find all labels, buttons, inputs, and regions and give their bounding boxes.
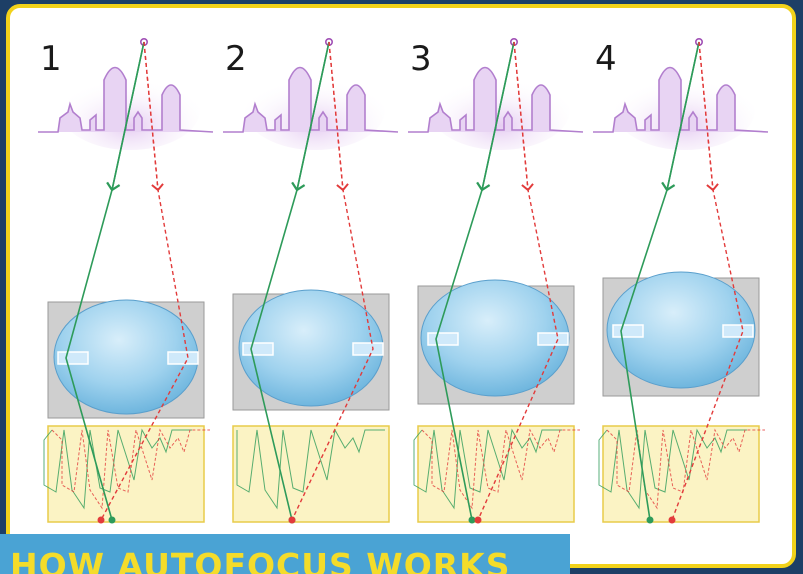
af-window-right	[167, 351, 199, 365]
lens-element	[420, 279, 570, 397]
af-window-left	[612, 324, 644, 338]
sensor-panel	[232, 425, 390, 523]
secondary-ray	[477, 41, 559, 521]
focus-point-green	[468, 516, 476, 524]
title-banner: HOW AUTOFOCUS WORKS	[0, 534, 570, 574]
panel-number: 1	[40, 39, 62, 79]
lens-element	[606, 271, 756, 389]
panel-1: 1	[38, 37, 214, 524]
subject-skyline	[593, 66, 769, 133]
focus-point-red	[288, 516, 296, 524]
panel-3: 3	[408, 37, 584, 524]
sensor-wave-green	[413, 428, 562, 510]
focus-point-red	[474, 516, 482, 524]
banner-title: HOW AUTOFOCUS WORKS	[10, 546, 511, 574]
focus-point-red	[668, 516, 676, 524]
af-window-right	[352, 342, 384, 356]
sensor-panel	[602, 425, 760, 523]
sensor-wave-red	[51, 428, 210, 510]
main-ray	[65, 41, 145, 521]
panel-number: 2	[225, 39, 247, 79]
subject-skyline	[408, 66, 584, 133]
secondary-ray	[671, 41, 744, 521]
main-ray	[435, 41, 515, 521]
focus-point-green	[108, 516, 116, 524]
sensor-wave-green	[43, 428, 192, 510]
sensor-wave-green	[598, 428, 747, 510]
sensor-wave-red	[606, 428, 765, 510]
sensor-wave-green	[236, 428, 385, 510]
secondary-ray	[100, 41, 189, 521]
sensor-panel	[417, 425, 575, 523]
af-window-right	[722, 324, 754, 338]
focus-point-red	[97, 516, 105, 524]
panel-number: 3	[410, 39, 432, 79]
subject-skyline	[223, 66, 399, 133]
subject-skyline	[38, 66, 214, 133]
main-ray	[620, 41, 700, 521]
focus-point-green	[646, 516, 654, 524]
af-window-left	[57, 351, 89, 365]
panel-4: 4	[593, 37, 769, 524]
af-window-left	[427, 332, 459, 346]
sensor-wave-red	[421, 428, 580, 510]
panel-number: 4	[595, 39, 617, 79]
af-window-left	[242, 342, 274, 356]
main-ray	[250, 41, 330, 521]
panel-2: 2	[223, 37, 399, 524]
af-window-right	[537, 332, 569, 346]
